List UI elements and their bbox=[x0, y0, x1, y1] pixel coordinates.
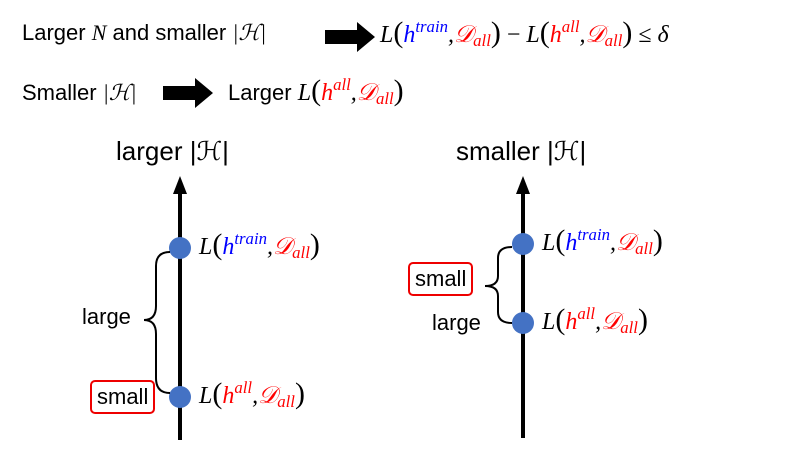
right-dot-all bbox=[512, 312, 534, 334]
right-boxed-label: small bbox=[408, 262, 474, 296]
text: and smaller bbox=[112, 20, 227, 45]
statement-1-inequality: L(htrain,𝒟all) − L(hall,𝒟all) ≤ δ bbox=[380, 16, 669, 51]
minus: − bbox=[506, 22, 521, 48]
loss-symbol: L bbox=[526, 22, 540, 48]
right-arrow-icon bbox=[163, 78, 213, 108]
left-boxed-label: small bbox=[90, 380, 156, 414]
right-axis bbox=[516, 176, 530, 438]
d-all: 𝒟all bbox=[585, 22, 623, 51]
right-bottom-label: L(hall,𝒟all) bbox=[542, 303, 648, 338]
right-gap-label: large bbox=[432, 310, 481, 335]
loss-symbol: L bbox=[297, 80, 312, 106]
left-brace bbox=[143, 251, 171, 394]
right-title: smaller |ℋ| bbox=[456, 136, 587, 166]
delta: δ bbox=[657, 22, 669, 48]
right-dot-train bbox=[512, 233, 534, 255]
h-all: hall bbox=[549, 16, 580, 48]
left-gap-label: large bbox=[82, 304, 131, 329]
statement-2-result: Larger L(hall,𝒟all) bbox=[228, 74, 404, 109]
right-arrow-icon bbox=[325, 22, 375, 52]
h-all: hall bbox=[321, 74, 351, 106]
var-n: N bbox=[91, 20, 107, 45]
h-train: htrain bbox=[403, 16, 448, 48]
text: Larger bbox=[22, 20, 86, 45]
left-top-label: L(htrain,𝒟all) bbox=[199, 228, 320, 263]
axis-arrow-icon bbox=[173, 176, 187, 194]
left-title: larger |ℋ| bbox=[116, 136, 229, 166]
d-all: 𝒟all bbox=[454, 22, 491, 51]
text: Larger bbox=[228, 80, 292, 105]
text: Smaller bbox=[22, 80, 97, 105]
hypothesis-set-size: |ℋ| bbox=[102, 80, 137, 105]
right-brace bbox=[484, 246, 513, 324]
right-top-label: L(htrain,𝒟all) bbox=[542, 224, 663, 259]
leq: ≤ bbox=[638, 22, 652, 48]
hypothesis-set-size: |ℋ| bbox=[232, 20, 267, 45]
loss-symbol: L bbox=[380, 22, 394, 48]
left-bottom-label: L(hall,𝒟all) bbox=[199, 377, 305, 412]
statement-1-condition: Larger N and smaller |ℋ| bbox=[22, 20, 266, 46]
axis-arrow-icon bbox=[516, 176, 530, 194]
left-dot-all bbox=[169, 386, 191, 408]
left-dot-train bbox=[169, 237, 191, 259]
d-all: 𝒟all bbox=[356, 80, 394, 109]
statement-2-condition: Smaller |ℋ| bbox=[22, 80, 137, 106]
